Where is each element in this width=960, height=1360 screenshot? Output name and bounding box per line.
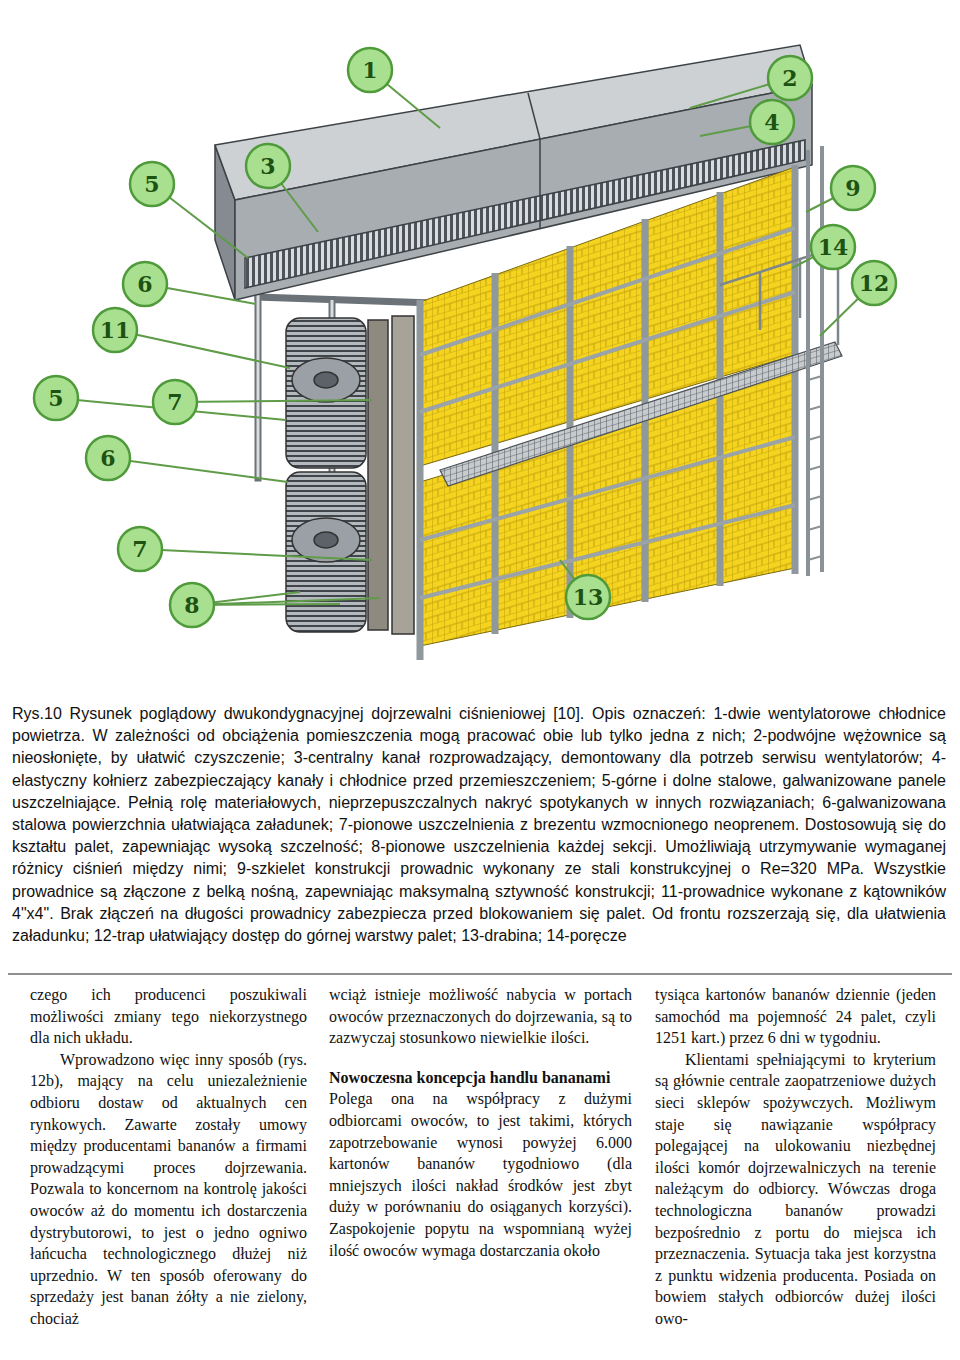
ladder-rail xyxy=(806,150,810,576)
callout-number: 3 xyxy=(244,142,292,190)
text-column: czego ich producenci poszukiwali możliwo… xyxy=(30,984,307,1330)
leader-line xyxy=(192,598,380,605)
guide-rail xyxy=(420,505,795,598)
callout-label: 5 xyxy=(32,374,80,422)
seal-strip xyxy=(392,316,414,634)
callout-number: 8 xyxy=(168,581,216,629)
body-paragraph: tysiąca kartonów bananów dziennie (jeden… xyxy=(655,984,936,1049)
fan-upper xyxy=(292,358,360,402)
guide-rail xyxy=(420,228,795,355)
cooler-upper xyxy=(286,318,366,468)
cooler-lower xyxy=(286,472,366,632)
callout-number: 6 xyxy=(84,434,132,482)
ladder-rung xyxy=(808,406,822,410)
leader-line xyxy=(175,400,372,402)
callout-number: 6 xyxy=(121,260,169,308)
fan-coolers xyxy=(286,316,414,634)
fan-lower xyxy=(292,518,360,562)
duct-divider xyxy=(528,93,540,139)
leader-line xyxy=(115,330,290,368)
text-column: wciąż istnieje możliwość nabycia w porta… xyxy=(329,984,632,1261)
guide-rail xyxy=(420,437,795,540)
pallet-racks xyxy=(420,167,795,646)
callout-number: 11 xyxy=(91,306,139,354)
callout-number: 5 xyxy=(128,160,176,208)
frame-beam xyxy=(258,297,430,303)
callout-label: 6 xyxy=(121,260,169,308)
callout-label: 12 xyxy=(850,259,898,307)
handrail-post xyxy=(799,259,802,318)
callout-label: 5 xyxy=(128,160,176,208)
callout-layer: 12435914612115767813 xyxy=(0,0,960,700)
callout-number: 13 xyxy=(564,573,612,621)
callout-label: 13 xyxy=(564,573,612,621)
callout-number: 14 xyxy=(809,223,857,271)
body-paragraph: czego ich producenci poszukiwali możliwo… xyxy=(30,984,307,1049)
fan-hub xyxy=(314,372,338,388)
handrail-post xyxy=(759,272,762,330)
ladder-rung xyxy=(808,376,822,380)
callout-label: 9 xyxy=(829,164,877,212)
access-walkway xyxy=(440,342,842,486)
callout-label: 1 xyxy=(346,46,394,94)
callout-label: 11 xyxy=(91,306,139,354)
section-heading: Nowoczesna koncepcja handlu bananami xyxy=(329,1067,632,1089)
callout-label: 4 xyxy=(748,98,796,146)
ladder-rung xyxy=(808,556,822,560)
ladder-rungs xyxy=(808,376,822,560)
body-paragraph: Polega ona na współpracy z dużymi odbior… xyxy=(329,1088,632,1261)
ladder-rung xyxy=(808,436,822,440)
leader-lines xyxy=(56,70,874,605)
body-paragraph: Wprowadzono więc inny sposób (rys. 12b),… xyxy=(30,1049,307,1330)
leader-line xyxy=(108,458,288,482)
guide-rails xyxy=(420,228,795,598)
ladder-rung xyxy=(808,496,822,500)
frame-highlight xyxy=(257,295,260,478)
callout-number: 5 xyxy=(32,374,80,422)
caption-text: Rys.10 Rysunek poglądowy dwukondygnacyjn… xyxy=(12,703,946,947)
figure-caption: Rys.10 Rysunek poglądowy dwukondygnacyjn… xyxy=(12,703,946,947)
bay-frames xyxy=(420,165,795,660)
fan-hub xyxy=(314,532,338,548)
callout-label: 7 xyxy=(151,378,199,426)
body-paragraph: Klientami spełniającymi to kryterium są … xyxy=(655,1049,936,1330)
ladder-rung xyxy=(808,526,822,530)
callout-number: 4 xyxy=(748,98,796,146)
text-column: tysiąca kartonów bananów dziennie (jeden… xyxy=(655,984,936,1330)
callout-number: 12 xyxy=(850,259,898,307)
callout-label: 6 xyxy=(84,434,132,482)
callout-number: 9 xyxy=(829,164,877,212)
callout-number: 7 xyxy=(116,525,164,573)
pallets-lower xyxy=(420,370,795,646)
callout-label: 7 xyxy=(116,525,164,573)
frame-pillar xyxy=(255,295,262,478)
ripening-room-illustration xyxy=(0,0,960,700)
body-paragraph: wciąż istnieje możliwość nabycia w porta… xyxy=(329,984,632,1049)
callout-label: 2 xyxy=(766,54,814,102)
callout-label: 14 xyxy=(809,223,857,271)
callout-number: 2 xyxy=(766,54,814,102)
callout-label: 8 xyxy=(168,581,216,629)
callout-label: 3 xyxy=(244,142,292,190)
guide-rail xyxy=(420,292,795,412)
ladder-rung xyxy=(808,466,822,470)
separator-line xyxy=(8,973,952,974)
ladder-rail xyxy=(820,146,824,572)
leader-line xyxy=(140,549,372,560)
callout-number: 1 xyxy=(346,46,394,94)
duct-divider xyxy=(539,139,541,229)
seal-strip xyxy=(368,320,388,630)
callout-number: 7 xyxy=(151,378,199,426)
